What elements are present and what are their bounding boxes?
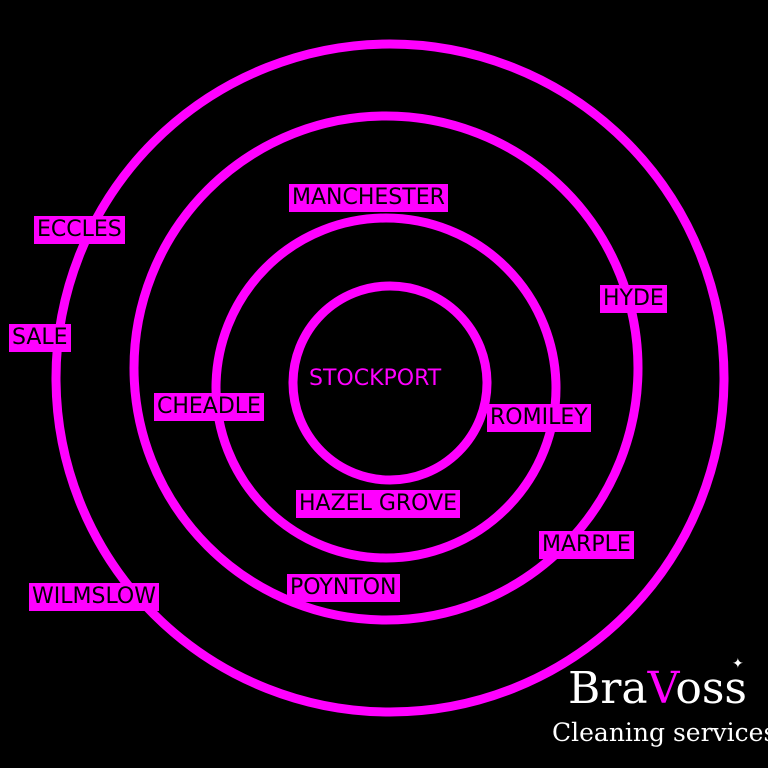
brand-name-v: V: [647, 663, 676, 714]
area-label-hazel-grove: HAZEL GROVE: [296, 490, 461, 518]
ring-third: [129, 111, 643, 625]
brand-name-part2: oss: [675, 663, 748, 714]
ring-outer: [51, 39, 729, 717]
center-label-stockport: STOCKPORT: [309, 366, 442, 391]
sparkle-icon: ✦: [732, 656, 744, 672]
area-label-sale: SALE: [9, 324, 71, 352]
area-label-poynton: POYNTON: [287, 574, 400, 602]
brand-name-part1: Bra: [568, 663, 648, 714]
ring-inner: [288, 281, 492, 485]
area-label-eccles: ECCLES: [34, 216, 125, 244]
brand-tagline: Cleaning services: [552, 718, 768, 747]
area-label-hyde: HYDE: [600, 285, 667, 313]
ring-second: [211, 213, 561, 563]
area-label-manchester: MANCHESTER: [289, 184, 448, 212]
area-label-cheadle: CHEADLE: [154, 393, 264, 421]
brand-name: BraVoss: [568, 664, 747, 714]
area-label-marple: MARPLE: [539, 531, 634, 559]
area-label-wilmslow: WILMSLOW: [29, 583, 159, 611]
brand-logo: BraVoss ✦ Cleaning services: [548, 656, 768, 754]
area-label-romiley: ROMILEY: [487, 404, 591, 432]
